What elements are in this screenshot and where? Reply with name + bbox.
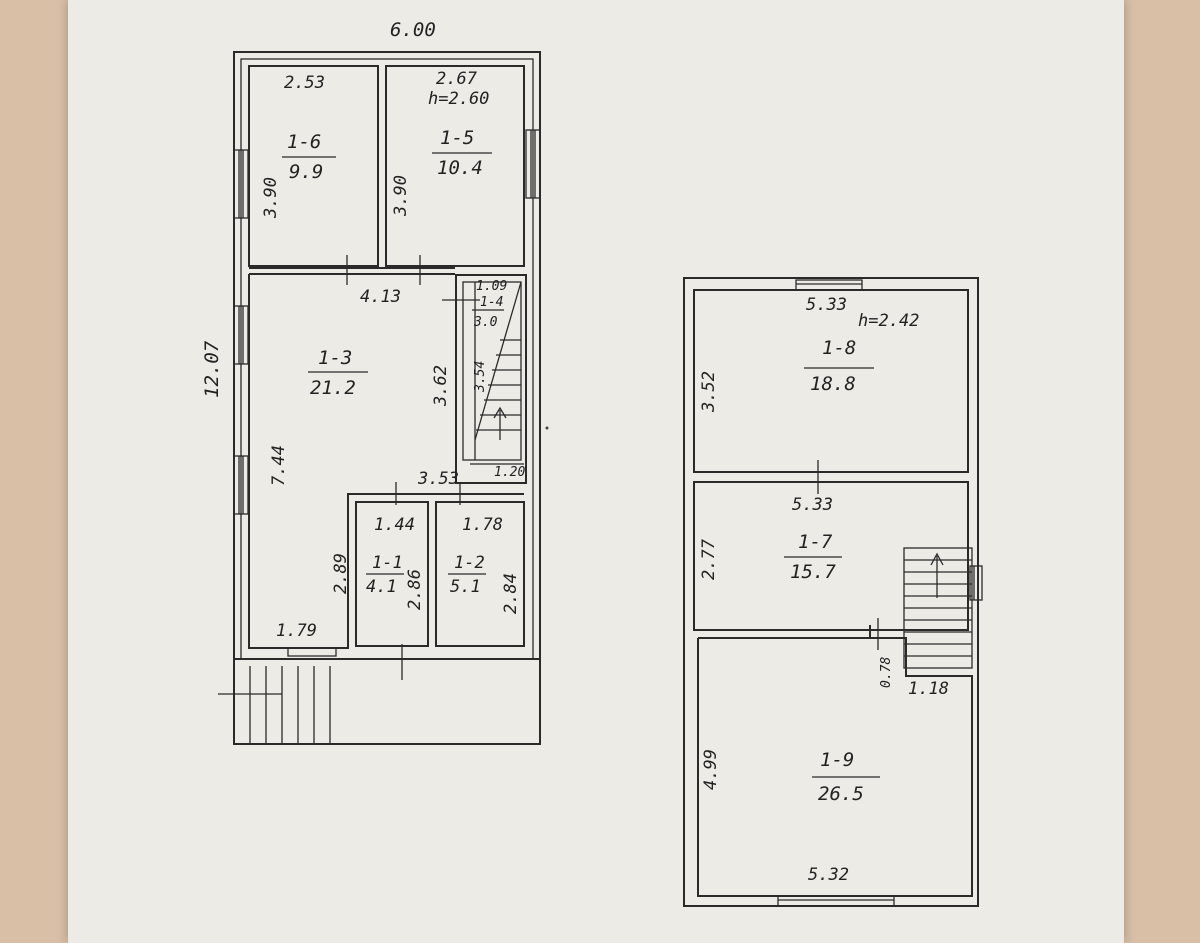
room-1-5-outline: [385, 65, 525, 267]
room-1-8-area: 18.8: [810, 373, 856, 395]
room-1-2-width: 1.78: [462, 515, 503, 535]
room-1-3-bottom-width: 1.79: [276, 621, 317, 641]
room-1-7-outline: [693, 481, 969, 631]
room-1-9-area: 26.5: [818, 783, 864, 805]
room-1-6-id: 1-6: [287, 131, 321, 153]
room-1-9-depth: 4.99: [701, 749, 721, 790]
room-1-5-area: 10.4: [437, 157, 483, 179]
room-1-7-area: 15.7: [790, 561, 836, 583]
room-1-8-depth: 3.52: [699, 371, 719, 413]
room-1-3-inner: 3.53: [417, 469, 459, 489]
left-total-length: 12.07: [201, 340, 223, 398]
room-1-8-id: 1-8: [822, 337, 856, 359]
room-1-4-id: 1-4: [480, 295, 503, 310]
room-1-6-width: 2.53: [284, 73, 325, 93]
room-1-5-id: 1-5: [440, 127, 474, 149]
room-1-6-depth: 3.90: [261, 177, 281, 219]
room-1-4-area: 3.0: [473, 315, 498, 330]
room-1-1-area: 4.1: [366, 577, 397, 597]
room-1-1-depth-b: 2.86: [405, 569, 425, 610]
left-windows: [233, 129, 541, 515]
room-1-6-outline: [248, 65, 379, 267]
room-1-7-id: 1-7: [798, 531, 833, 553]
room-1-5-height: h=2.60: [428, 89, 489, 109]
room-1-5-depth: 3.90: [391, 175, 411, 217]
room-1-7-width: 5.33: [792, 495, 833, 515]
left-outer-wall: [233, 51, 541, 745]
room-1-2-depth: 2.84: [501, 573, 521, 614]
ink-dot: [545, 426, 549, 430]
porch-steps: [218, 647, 337, 744]
room-1-1-width: 1.44: [374, 515, 415, 535]
left-total-width: 6.00: [390, 19, 436, 41]
room-1-6-area: 9.9: [289, 161, 323, 183]
right-windows: [777, 279, 983, 907]
room-1-4-width: 1.09: [476, 279, 507, 294]
room-1-3-area: 21.2: [310, 377, 356, 399]
room-1-2-area: 5.1: [450, 577, 481, 597]
room-1-9-stair-a: 0.78: [879, 657, 894, 688]
room-1-2-outline: [435, 501, 525, 647]
stair-1-7: [903, 547, 973, 669]
room-1-9-id: 1-9: [820, 749, 854, 771]
left-door-marks: [346, 255, 480, 680]
room-1-4-outline: [455, 274, 527, 484]
room-1-1-id: 1-1: [372, 553, 403, 573]
left-plan: 6.00 12.07 2.53 1-6 9.9 3.90 2.67 h=2.60…: [201, 19, 541, 745]
room-1-3-width: 4.13: [360, 287, 401, 307]
right-plan: 5.33 h=2.42 1-8 18.8 3.52 5.33 1-7 15.7 …: [683, 277, 983, 907]
room-1-2-id: 1-2: [454, 553, 485, 573]
right-door-marks: [817, 460, 879, 650]
room-1-4-depth: 3.54: [473, 361, 488, 393]
room-1-5-width: 2.67: [436, 69, 478, 89]
room-1-3-depth-b: 7.44: [269, 445, 289, 486]
room-1-9-width: 5.32: [808, 865, 849, 885]
room-1-3-depth-a: 3.62: [431, 365, 451, 407]
room-1-8-width: 5.33: [806, 295, 847, 315]
room-1-8-height: h=2.42: [858, 311, 919, 331]
room-1-1-depth-a: 2.89: [331, 553, 351, 594]
room-1-1-outline: [355, 501, 429, 647]
room-1-3-id: 1-3: [318, 347, 352, 369]
room-1-4-bottom: 1.20: [494, 465, 525, 480]
room-1-7-depth: 2.77: [699, 538, 719, 580]
room-1-9-stair-b: 1.18: [908, 679, 949, 699]
stair-1-4: [474, 281, 522, 460]
